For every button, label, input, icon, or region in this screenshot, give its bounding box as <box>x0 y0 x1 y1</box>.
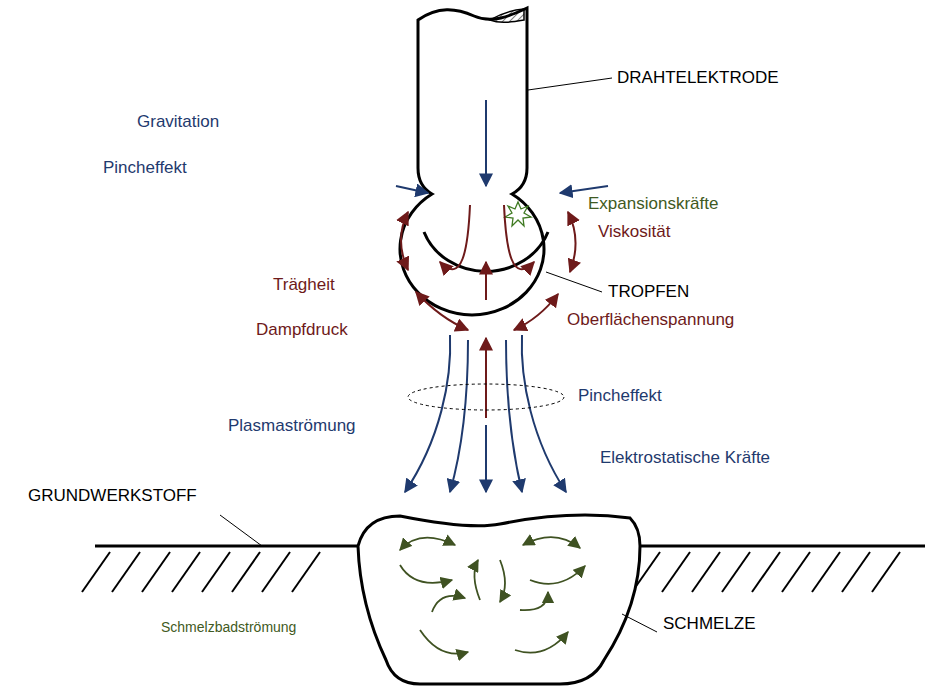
drop-flow <box>440 205 470 269</box>
plasma-stream <box>506 340 522 492</box>
inertia-arrow <box>401 212 408 270</box>
expansion-burst <box>505 202 531 226</box>
drop-flow <box>504 205 534 269</box>
label: Dampfdruck <box>256 320 348 340</box>
plasma-stream <box>405 335 450 492</box>
base-surface <box>95 545 360 548</box>
viscosity-arrow <box>568 212 576 272</box>
label: Pincheffekt <box>103 158 187 178</box>
label: Oberflächenspannung <box>567 310 734 330</box>
label: Trägheit <box>273 275 335 295</box>
label: Elektrostatische Kräfte <box>600 448 770 468</box>
pinch-ring <box>408 384 564 410</box>
label: Gravitation <box>137 112 219 132</box>
label: DRAHTELEKTRODE <box>617 68 779 88</box>
plasma-stream <box>485 425 487 492</box>
leader-line <box>546 272 602 292</box>
electrostatic-arrow <box>485 338 487 418</box>
cut-hatch <box>490 9 524 22</box>
plasma-stream <box>450 340 468 492</box>
vapour-pressure-arrow <box>416 292 468 330</box>
label: SCHMELZE <box>663 614 756 634</box>
label: Pincheffekt <box>578 386 662 406</box>
label: GRUNDWERKSTOFF <box>28 486 197 506</box>
pinch-arrow <box>560 186 608 193</box>
pinch-arrow <box>396 186 428 193</box>
plasma-stream <box>522 335 566 492</box>
leader-line <box>622 614 657 632</box>
label: Expansionskräfte <box>588 194 718 214</box>
pool-flow <box>400 537 585 653</box>
weld-pool <box>358 515 640 684</box>
gravity-arrow <box>485 100 487 186</box>
surface-tension-arrow <box>514 294 558 330</box>
drop-flow <box>485 262 487 300</box>
label: Plasmaströmung <box>228 416 356 436</box>
label: Schmelzbadströmung <box>161 617 296 637</box>
leader-line <box>528 78 612 90</box>
label: TROPFEN <box>608 282 689 302</box>
label: Viskosität <box>598 222 670 242</box>
leader-line <box>220 515 262 546</box>
base-surface <box>638 545 925 548</box>
